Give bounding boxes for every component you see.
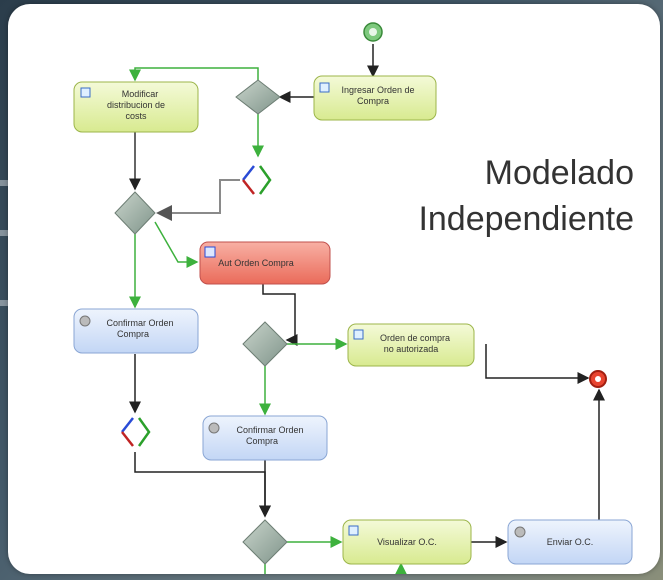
loop-icon: [242, 165, 272, 195]
form-icon: [204, 246, 216, 258]
gear-icon: [79, 315, 91, 327]
process-diagram: Modificar distribucion de costs Ingresar…: [73, 22, 633, 574]
task-label: Orden de compra: [380, 333, 450, 343]
diagram-card: Modelado Independiente: [8, 4, 660, 574]
task-enviar-oc[interactable]: Enviar O.C.: [507, 519, 633, 565]
gateway-icon: [242, 519, 288, 565]
task-label: Confirmar Orden: [106, 318, 173, 328]
task-label: Aut Orden Compra: [218, 258, 294, 268]
task-label: Ingresar Orden de: [341, 85, 414, 95]
subprocess-icon: [319, 82, 330, 93]
task-confirmar-orden-1[interactable]: Confirmar Orden Compra: [73, 308, 199, 354]
caption-line-1: Modelado: [484, 154, 634, 192]
flow-loop-gateway: [156, 179, 240, 221]
start-event-icon: [363, 22, 383, 42]
loop-icon: [121, 417, 151, 447]
task-visualizar-oc[interactable]: Visualizar O.C.: [342, 519, 472, 565]
end-event-icon: [589, 370, 607, 388]
task-label: costs: [125, 111, 147, 121]
subprocess-icon: [348, 525, 359, 536]
task-modificar[interactable]: Modificar distribucion de costs: [73, 81, 199, 133]
flow-loop-gateway4: [134, 452, 271, 518]
flow-aut-gateway: [262, 284, 298, 346]
task-ingresar-orden[interactable]: Ingresar Orden de Compra: [313, 75, 437, 121]
subprocess-icon: [80, 87, 91, 98]
gear-icon: [514, 526, 526, 538]
subprocess-icon: [353, 329, 364, 340]
caption-line-2: Independiente: [418, 200, 634, 238]
task-label: distribucion de: [107, 100, 165, 110]
task-aut-orden-compra[interactable]: Aut Orden Compra: [199, 241, 331, 285]
task-label: Compra: [117, 329, 149, 339]
flow-noaut-end: [485, 344, 590, 384]
caption: Modelado Independiente: [418, 150, 634, 242]
task-label: no autorizada: [384, 344, 439, 354]
flow-gateway-modificar: [129, 67, 259, 82]
gateway-icon: [114, 191, 156, 235]
task-label: Visualizar O.C.: [377, 537, 437, 547]
task-orden-no-autorizada[interactable]: Orden de compra no autorizada: [347, 323, 475, 367]
task-label: Compra: [246, 436, 278, 446]
task-label: Confirmar Orden: [236, 425, 303, 435]
gateway-icon: [242, 321, 288, 367]
task-confirmar-orden-2[interactable]: Confirmar Orden Compra: [202, 415, 328, 461]
flow-gateway-aut: [154, 221, 199, 268]
task-label: Compra: [357, 96, 389, 106]
task-label: Enviar O.C.: [547, 537, 594, 547]
task-label: Modificar: [122, 89, 159, 99]
gateway-icon: [235, 79, 281, 115]
gear-icon: [208, 422, 220, 434]
